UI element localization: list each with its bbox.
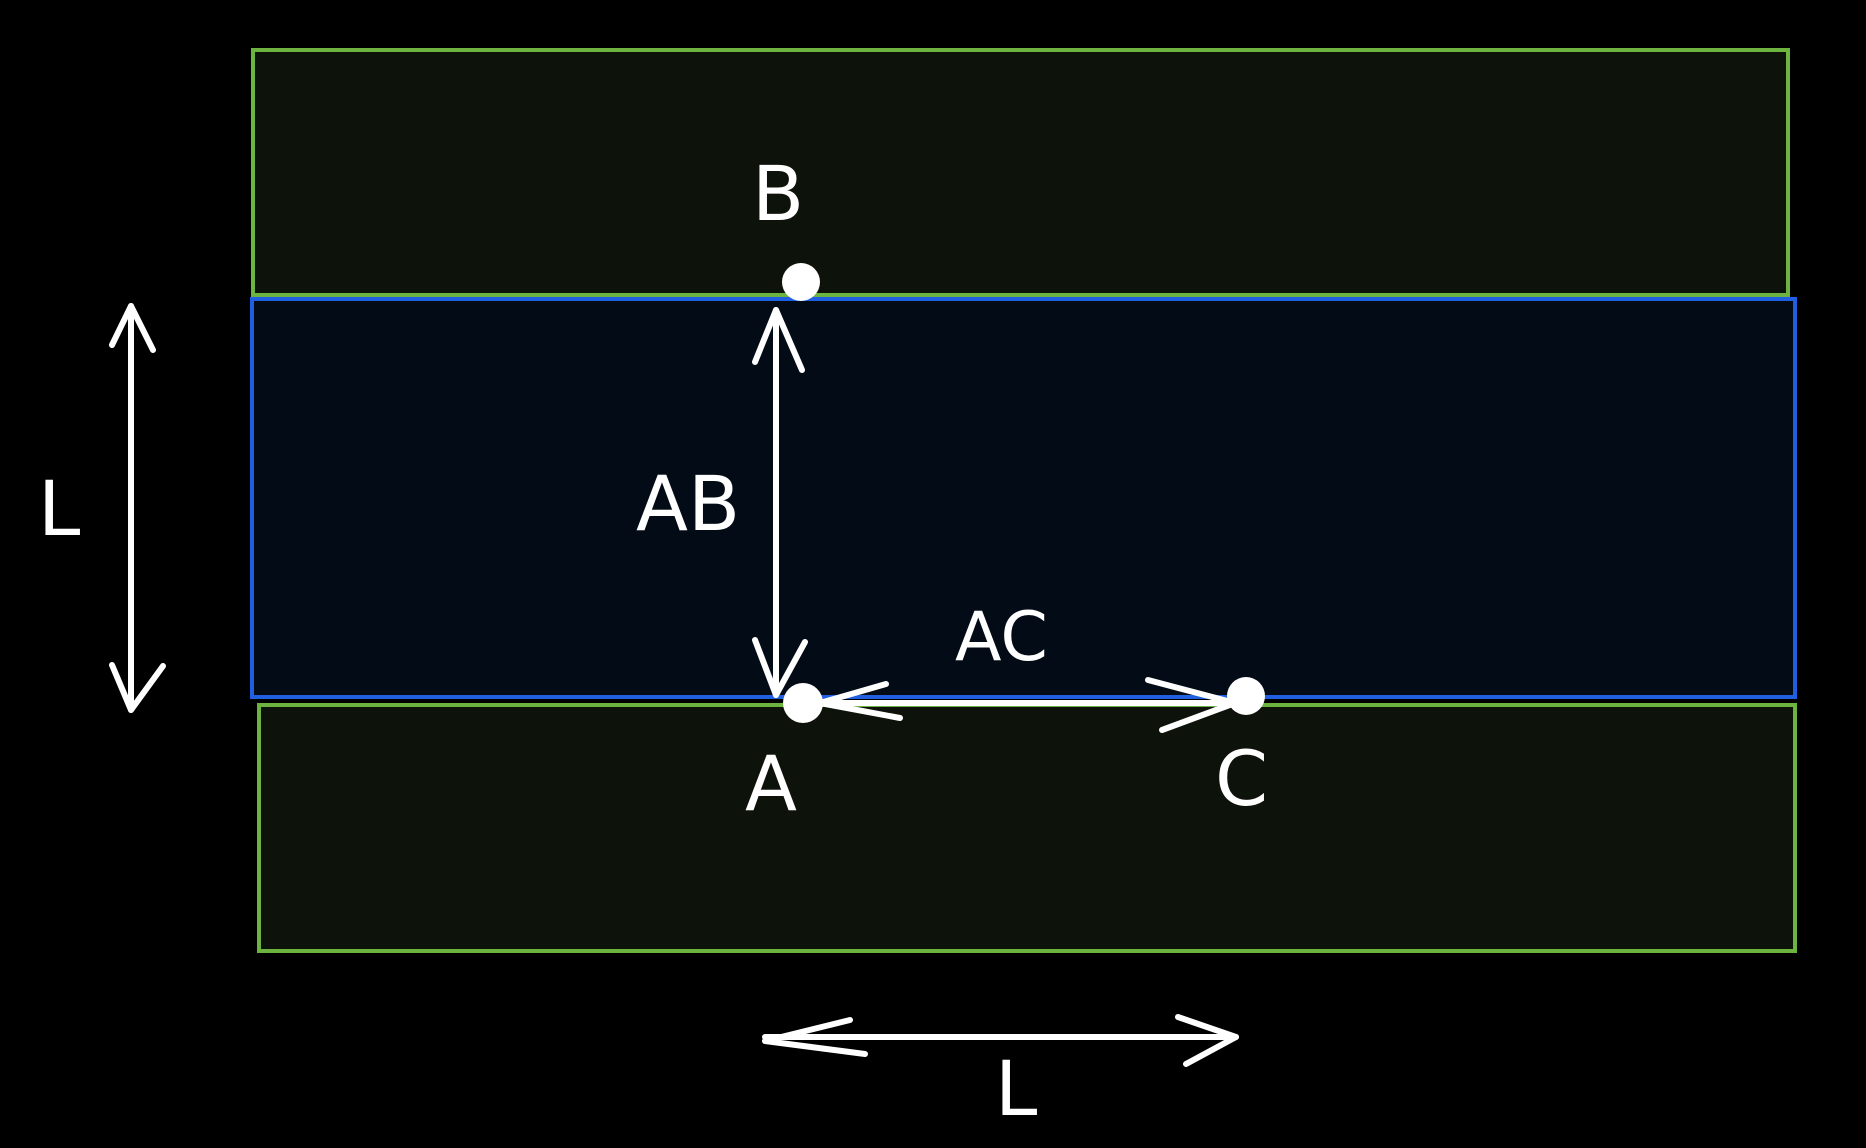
point-a-dot [783, 683, 823, 723]
bottom-green-band [257, 703, 1797, 953]
horizontal-length-label: L [995, 1044, 1037, 1133]
vertical-length-label: L [38, 464, 80, 553]
point-a-label: A [745, 739, 797, 828]
middle-blue-band [250, 297, 1797, 699]
top-green-band [251, 48, 1790, 297]
point-c-dot [1227, 677, 1265, 715]
point-b-dot [782, 263, 820, 301]
point-b-label: B [752, 149, 804, 238]
segment-ab-label: AB [636, 459, 740, 548]
vertical-length-arrow [109, 303, 166, 713]
horizontal-length-arrow [762, 1014, 1239, 1067]
ab-arrow [752, 307, 808, 698]
point-c-label: C [1215, 734, 1268, 823]
segment-ac-label: AC [955, 598, 1048, 677]
